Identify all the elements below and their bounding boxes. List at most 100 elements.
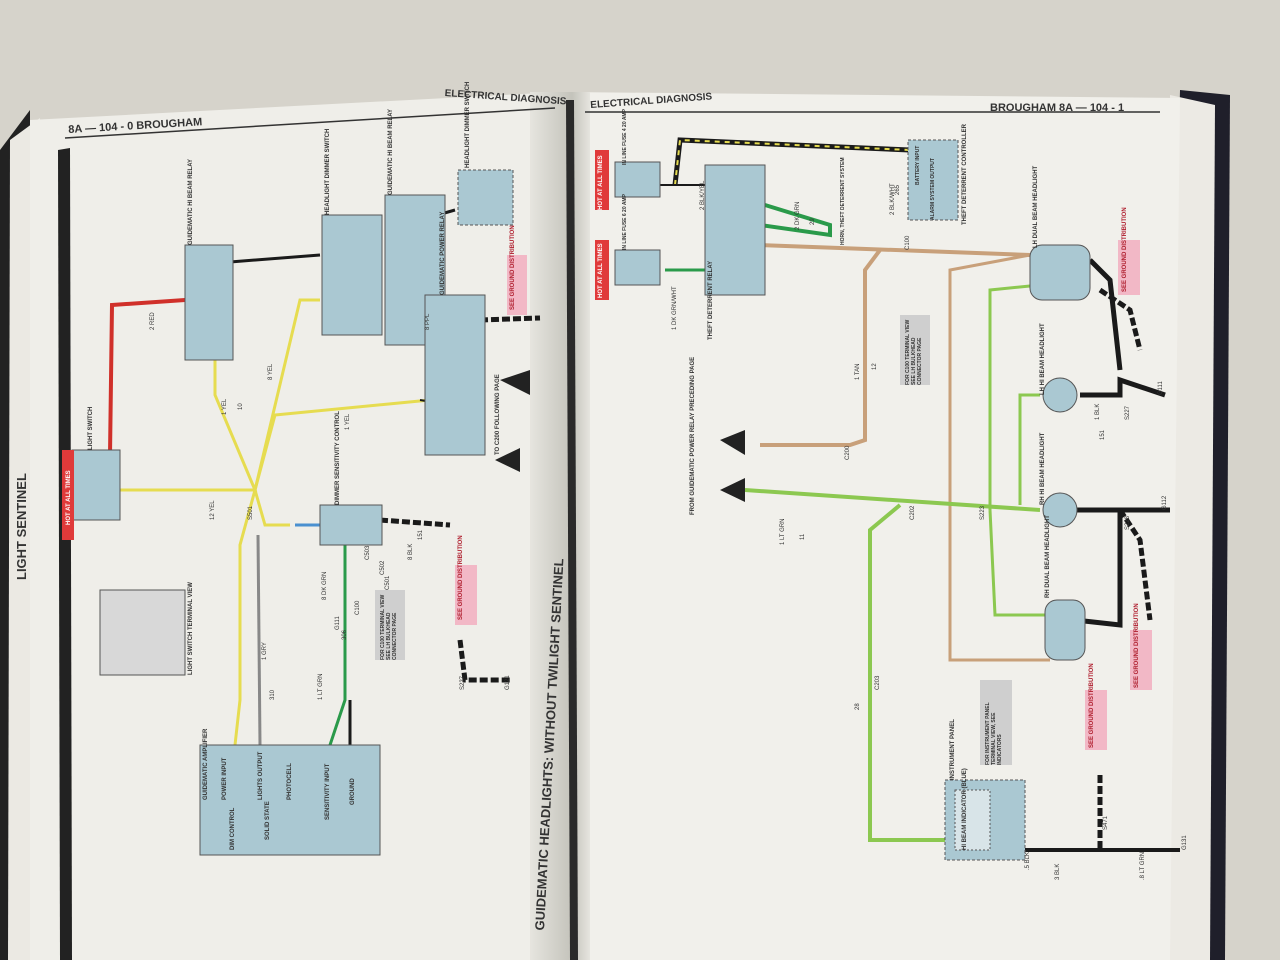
guidematic-amplifier-box [199, 744, 381, 856]
black-wire-4 [379, 517, 451, 528]
green-wire-3 [988, 509, 1045, 617]
label-lh-dual-beam: LH DUAL BEAM HEADLIGHT [1033, 165, 1039, 248]
left-note-box [375, 590, 405, 660]
label-instrument-note: FOR INSTRUMENT PANEL TERMINAL VIEW, SEE … [985, 702, 1003, 765]
tan-wire-1 [759, 243, 1031, 257]
label-hi-beam-indicator: HI BEAM INDICATOR (BLUE) [962, 768, 968, 850]
black-wire-1 [229, 253, 321, 264]
label-dim-control: DIM CONTROL [230, 807, 236, 850]
right-note-1 [900, 315, 930, 385]
lh-dual-beam-box [1029, 244, 1091, 301]
headlight-dimmer-switch-box [321, 214, 383, 336]
right-wire-label-10: 28 [855, 703, 861, 710]
yellow-wire-1 [120, 360, 258, 492]
label-photocell: PHOTOCELL [287, 763, 293, 800]
label-terminal-view: LIGHT SWITCH TERMINAL VIEW [188, 582, 194, 675]
right-splice-label-5: G131 [1182, 835, 1188, 850]
left-wire-label-8: 1 GRY [262, 642, 268, 660]
label-dimmer-switch: HEADLIGHT DIMMER SWITCH [325, 128, 331, 215]
theft-deterrent-controller-box [907, 139, 959, 221]
green-wire-5 [868, 503, 945, 842]
rh-dual-beam-box [1044, 599, 1086, 661]
tan-wire-3 [948, 253, 1050, 662]
label-light-switch: LIGHT SWITCH [88, 406, 94, 450]
green-wire-4 [1018, 393, 1040, 505]
label-right-see-ground-3: SEE GROUND DISTRIBUTION [1089, 663, 1095, 748]
right-wire-label-15: 265 [895, 184, 901, 195]
left-splice-label-3: G111 [335, 616, 341, 630]
right-hot-box-2 [595, 240, 609, 300]
right-splice-label-4: G112 [1162, 495, 1168, 510]
right-splice-label-10: C203 [875, 675, 881, 690]
label-lights-output: LIGHTS OUTPUT [258, 751, 264, 800]
fuse-box-2 [614, 249, 661, 286]
left-pink-2 [455, 565, 477, 625]
yellow-wire-3 [253, 398, 431, 491]
label-power-input: POWER INPUT [222, 757, 228, 800]
right-pink-2 [1130, 630, 1152, 690]
right-wire-label-4: 1 LT GRN [780, 518, 786, 545]
yellow-wire-2 [253, 298, 320, 491]
label-dimmer-switch-2: HEADLIGHT DIMMER SWITCH [465, 81, 471, 168]
left-splice-label-5: C501 [385, 575, 391, 590]
label-amplifier: GUIDEMATIC AMPLIFIER [203, 728, 209, 800]
label-see-ground-2: SEE GROUND DISTRIBUTION [458, 535, 464, 620]
label-see-ground-1: SEE GROUND DISTRIBUTION [510, 225, 516, 310]
flag-l-right [720, 430, 745, 455]
black-right-6 [1098, 287, 1143, 351]
green-wire-2 [988, 283, 1041, 510]
left-wire-label-12: 8 BLK [408, 543, 414, 560]
label-horn-theft: HORN, THEFT DETERRENT SYSTEM [840, 157, 846, 245]
label-battery-input: BATTERY INPUT [915, 145, 921, 185]
left-splice-label-1: S227 [460, 675, 466, 690]
right-wire-label-9: 29 [810, 218, 816, 225]
label-c100-note-right: FOR C100 TERMINAL VIEW SEE LH BULKHEAD C… [905, 319, 923, 385]
right-splice-label-0: S227 [1125, 405, 1131, 420]
left-wire-label-2: 8 YEL [268, 363, 274, 380]
right-splice-label-8: C200 [845, 445, 851, 460]
label-power-relay: GUIDEMATIC POWER RELAY [440, 211, 446, 295]
label-right-see-ground-2: SEE GROUND DISTRIBUTION [1134, 603, 1140, 688]
left-wire-label-4: 1 YEL [345, 413, 351, 430]
right-pink-1 [1118, 240, 1140, 295]
left-splice-label-6: C502 [380, 560, 386, 575]
guidematic-hi-beam-relay-box [184, 244, 234, 361]
label-hi-beam-relay-2: GUIDEMATIC HI BEAM RELAY [388, 108, 394, 195]
fuse-box-1 [614, 161, 661, 198]
left-diagram [62, 169, 541, 856]
right-wire-label-0: 2 BLK/YEL [700, 180, 706, 210]
theft-deterrent-relay-box [704, 164, 766, 296]
label-sensitivity-input: SENSITIVITY INPUT [325, 763, 331, 820]
black-right-4 [1117, 508, 1153, 621]
label-rh-dual-beam: RH DUAL BEAM HEADLIGHT [1045, 515, 1051, 598]
black-wire-3 [479, 315, 541, 323]
right-pink-3 [1085, 690, 1107, 750]
right-wire-label-6: 151 [1100, 429, 1106, 440]
black-right-5 [1074, 510, 1123, 628]
left-wire-label-6: 8 DK GRN [322, 571, 328, 600]
label-to-c200: TO C200 FOLLOWING PAGE [495, 374, 501, 455]
light-switch-terminal-view-box [99, 589, 186, 676]
dkgrn-wire [328, 535, 347, 746]
headlight-dimmer-switch-2-box [457, 169, 514, 226]
right-hot-label-1: HOT AT ALL TIMES [598, 155, 604, 210]
left-hot-label: HOT AT ALL TIMES [66, 470, 72, 525]
right-diagram [595, 137, 1180, 861]
right-note-2 [980, 680, 1012, 765]
right-hot-box-1 [595, 150, 609, 210]
right-page-header-right: BROUGHAM 8A — 104 - 1 [990, 102, 1125, 114]
light-switch-box [71, 449, 121, 521]
yellow-wire-4 [233, 489, 257, 746]
hi-beam-indicator-box [954, 789, 991, 851]
right-wire-label-13: .5 BLK [1025, 851, 1031, 870]
right-wire-label-5: 11 [800, 533, 806, 540]
left-splice-label-2: G121 [505, 675, 511, 690]
right-splice-label-6: S471 [1103, 815, 1109, 830]
black-wire-5 [457, 639, 510, 683]
label-theft-relay: THEFT DETERRENT RELAY [708, 260, 714, 340]
label-lh-hi-beam: LH HI BEAM HEADLIGHT [1040, 323, 1046, 395]
label-fuse-1: IN LINE FUSE 4 20 AMP [622, 109, 628, 165]
left-wire-label-5: 12 YEL [210, 500, 216, 520]
left-splice-label-0: S501 [248, 505, 254, 520]
